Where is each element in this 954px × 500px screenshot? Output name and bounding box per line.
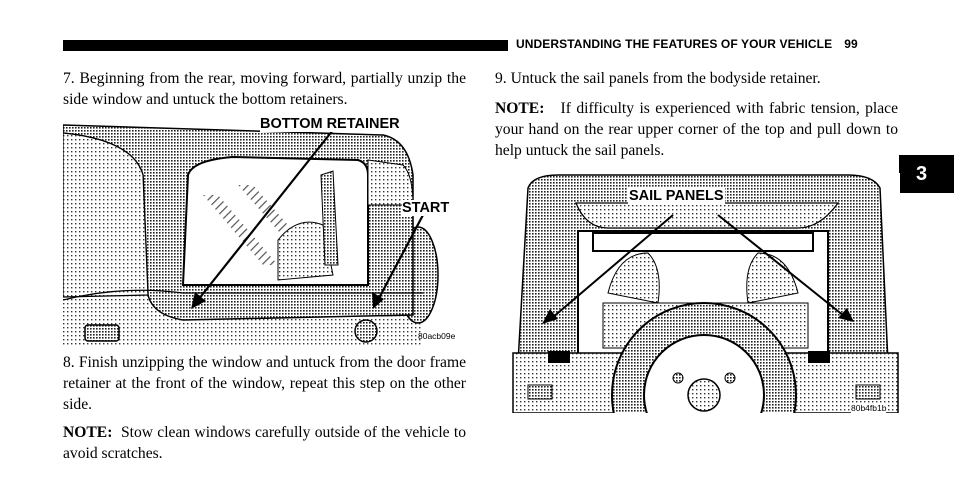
step-7-paragraph: 7. Beginning from the rear, moving forwa… <box>63 70 466 108</box>
note-text: Stow clean windows carefully outside of … <box>63 424 467 462</box>
step-8-paragraph: 8. Finish unzipping the window and untuc… <box>63 354 466 413</box>
header-rule <box>63 40 508 51</box>
note-label: NOTE: <box>63 424 113 441</box>
note-stow-windows: NOTE: Stow clean windows carefully outsi… <box>63 422 466 464</box>
note-text: If difficulty is experienced with fabric… <box>495 100 898 159</box>
start-label: START <box>402 200 450 216</box>
step-9-paragraph: 9. Untuck the sail panels from the bodys… <box>495 70 821 87</box>
side-window-illustration: BOTTOM RETAINER START 80acb09e <box>63 115 466 346</box>
jeep-rear-drawing <box>512 174 899 413</box>
soft-top-side-drawing <box>63 124 439 346</box>
figure-1-code: 80acb09e <box>418 331 456 341</box>
note-label: NOTE: <box>495 100 545 117</box>
page-number: 99 <box>844 37 858 51</box>
note-fabric-tension: NOTE: If difficulty is experienced with … <box>495 98 898 161</box>
running-header: UNDERSTANDING THE FEATURES OF YOUR VEHIC… <box>516 37 858 51</box>
chapter-tab: 3 <box>899 155 954 193</box>
section-title: UNDERSTANDING THE FEATURES OF YOUR VEHIC… <box>516 37 833 51</box>
figure-2-code: 80b4fb1b <box>851 403 887 413</box>
sail-panels-label: SAIL PANELS <box>628 188 725 204</box>
bottom-retainer-label: BOTTOM RETAINER <box>260 116 400 132</box>
sail-panels-illustration: SAIL PANELS 80b4fb1b <box>508 173 900 413</box>
